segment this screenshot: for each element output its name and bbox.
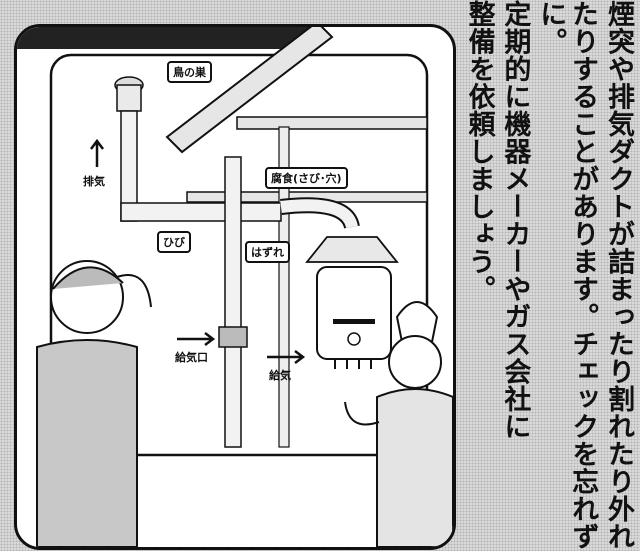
label-bird-nest: 鳥の巣 [167,61,212,83]
label-intake: 給気 [269,369,291,382]
heater-dial [347,332,361,346]
ceiling-beam [236,116,428,130]
intake-port-fitting [218,326,248,348]
heater-pipes [334,359,372,369]
exhaust-hood [305,236,399,263]
chimney-diagram [36,27,453,547]
chimney-top [116,84,142,112]
heater-display [333,319,375,324]
vertical-text-block: 煙突や排気ダクトが詰まったり割れたり外れ たりすることがあります。チェックを忘れ… [454,0,634,551]
text-line-1: 煙突や排気ダクトが詰まったり割れたり外れ [603,0,634,550]
text-line-2: たりすることがあります。チェックを忘れずに。 [535,0,599,550]
duct-elbow [280,199,358,229]
text-line-3: 定期的に機器メーカーやガス会社に [499,0,531,440]
intake-arrow [267,350,306,364]
wall-pipe [224,156,242,448]
wall-stud [278,126,290,448]
roof-beam [165,27,334,154]
label-crack: ひび [157,231,191,253]
man-figure [36,260,152,547]
woman-figure [344,301,453,547]
panel-header-band [17,27,317,49]
label-exhaust: 排気 [83,175,105,188]
label-corrosion: 腐食(さび･穴) [265,167,348,189]
water-heater [316,266,392,360]
exhaust-arrow [90,138,104,167]
label-disconnect: はずれ [245,241,290,263]
horizontal-duct [120,202,282,222]
text-line-4: 整備を依頼しましょう。 [463,0,495,303]
intake-port-arrow [177,332,216,346]
label-intake-port: 給気口 [175,351,208,364]
illustration-panel: 鳥の巣 排気 ひび はずれ 腐食(さび･穴) 給気口 給気 [14,24,456,550]
